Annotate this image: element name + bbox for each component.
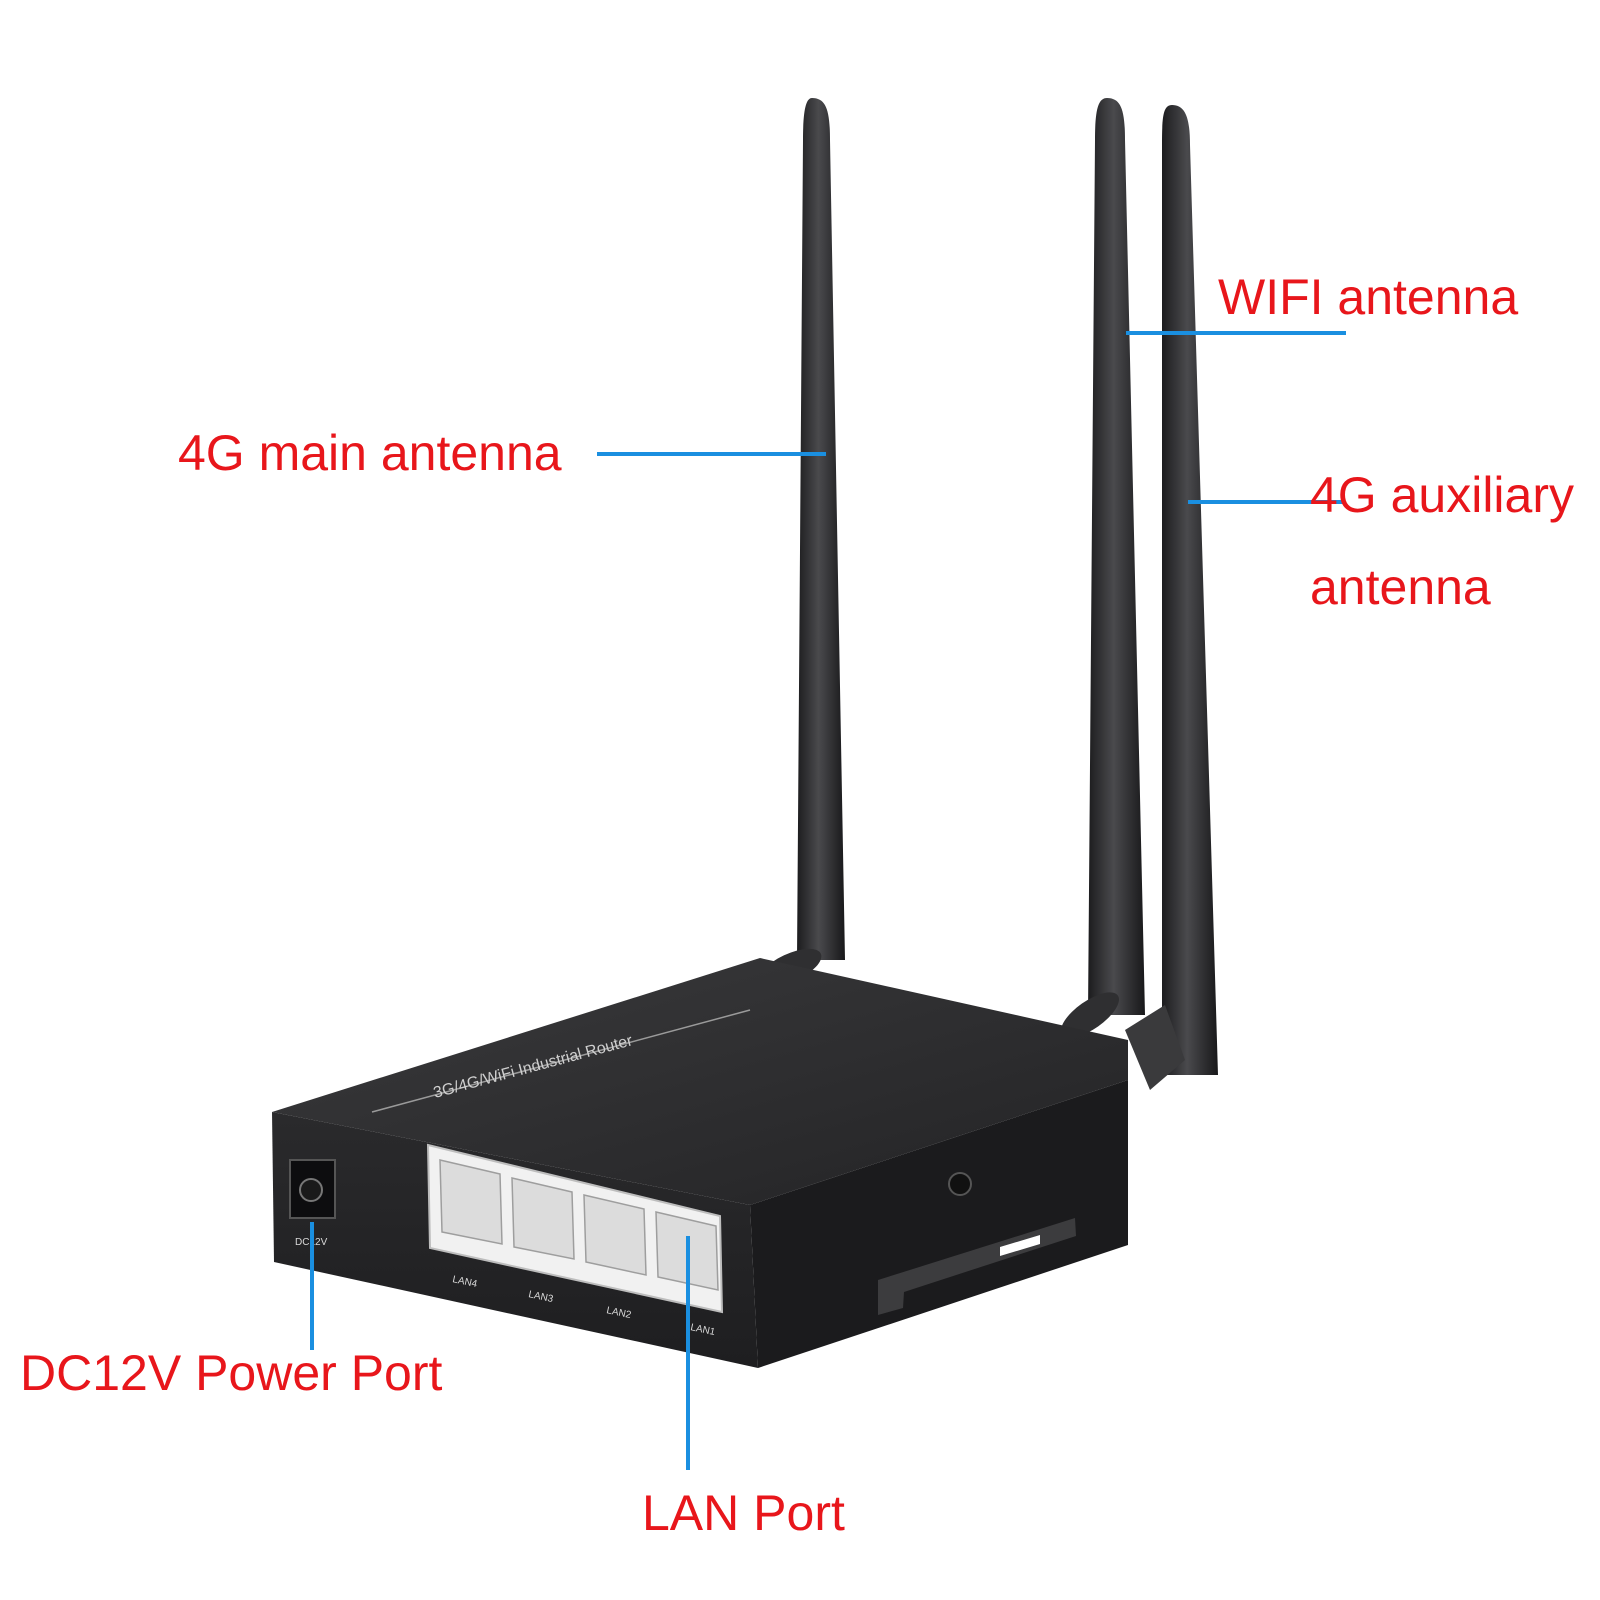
lan3-label: LAN3 xyxy=(527,1289,554,1305)
router-side-face xyxy=(750,1080,1128,1368)
lan2-label: LAN2 xyxy=(605,1305,632,1321)
lan-socket-2 xyxy=(583,1194,647,1276)
aux-antenna-label-line2: antenna xyxy=(1310,559,1491,615)
main-antenna-label: 4G main antenna xyxy=(178,425,562,481)
router-top-face xyxy=(272,958,1128,1205)
antenna-joint-middle xyxy=(1061,992,1119,1038)
aux-antenna-label-line1: 4G auxiliary xyxy=(1310,467,1574,523)
lan-port-block xyxy=(426,1143,724,1314)
antenna-wifi-middle xyxy=(1088,98,1145,1015)
power-port-label: DC12V Power Port xyxy=(20,1345,443,1401)
wifi-antenna-label: WIFI antenna xyxy=(1218,269,1519,325)
lan4-label: LAN4 xyxy=(451,1274,478,1290)
lan-socket-4 xyxy=(439,1159,503,1245)
lan-port-label: LAN Port xyxy=(642,1485,845,1541)
lan1-label: LAN1 xyxy=(689,1322,716,1338)
lan-socket-3 xyxy=(511,1177,575,1260)
antenna-main-left xyxy=(797,98,845,960)
antenna-connector-right xyxy=(1125,1005,1185,1090)
antenna-aux-right xyxy=(1162,105,1218,1075)
side-screw xyxy=(948,1172,972,1196)
